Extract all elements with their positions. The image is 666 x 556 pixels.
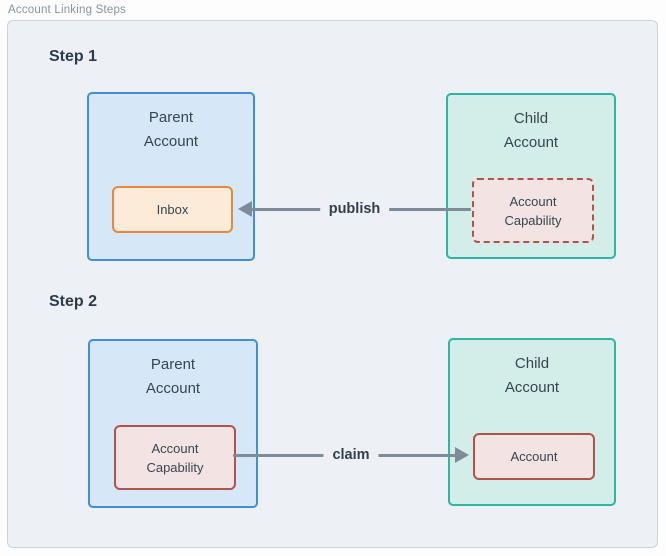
step1-parent-account-title: Parent Account xyxy=(143,109,199,150)
step1-child-account-node: Child Account Account Capability xyxy=(446,93,616,259)
step1-account-capability-node: Account Capability xyxy=(472,178,594,243)
step2-parent-account-title: Parent Account xyxy=(145,356,201,397)
step1-parent-account-node: Parent Account Inbox xyxy=(87,92,255,261)
step2-label: Step 2 xyxy=(49,293,98,310)
step1-account-capability-label: Account Capability xyxy=(504,193,562,228)
step1-inbox-node: Inbox xyxy=(112,186,233,233)
step2-account-capability-label: Account Capability xyxy=(146,440,204,475)
arrowhead-right-icon xyxy=(455,447,469,463)
step2-parent-account-node: Parent Account Account Capability xyxy=(88,339,258,508)
step2-child-account-node: Child Account Account xyxy=(448,338,616,506)
step1-label: Step 1 xyxy=(49,48,98,65)
step2-account-capability-node: Account Capability xyxy=(114,425,236,490)
claim-arrow-label: claim xyxy=(323,445,379,465)
diagram-title: Account Linking Steps xyxy=(8,4,126,16)
step1-child-account-title: Child Account xyxy=(503,110,559,151)
publish-arrow-label: publish xyxy=(319,199,390,219)
step2-child-account-title: Child Account xyxy=(504,355,560,396)
step1-inbox-label: Inbox xyxy=(156,202,189,217)
publish-arrow: publish xyxy=(238,199,471,219)
step2-account-label: Account xyxy=(510,449,558,464)
claim-arrow: claim xyxy=(233,445,469,465)
step2-account-node: Account xyxy=(473,433,595,480)
diagram-canvas: Step 1 Parent Account Inbox Child Accoun… xyxy=(7,20,658,548)
arrowhead-left-icon xyxy=(238,201,252,217)
